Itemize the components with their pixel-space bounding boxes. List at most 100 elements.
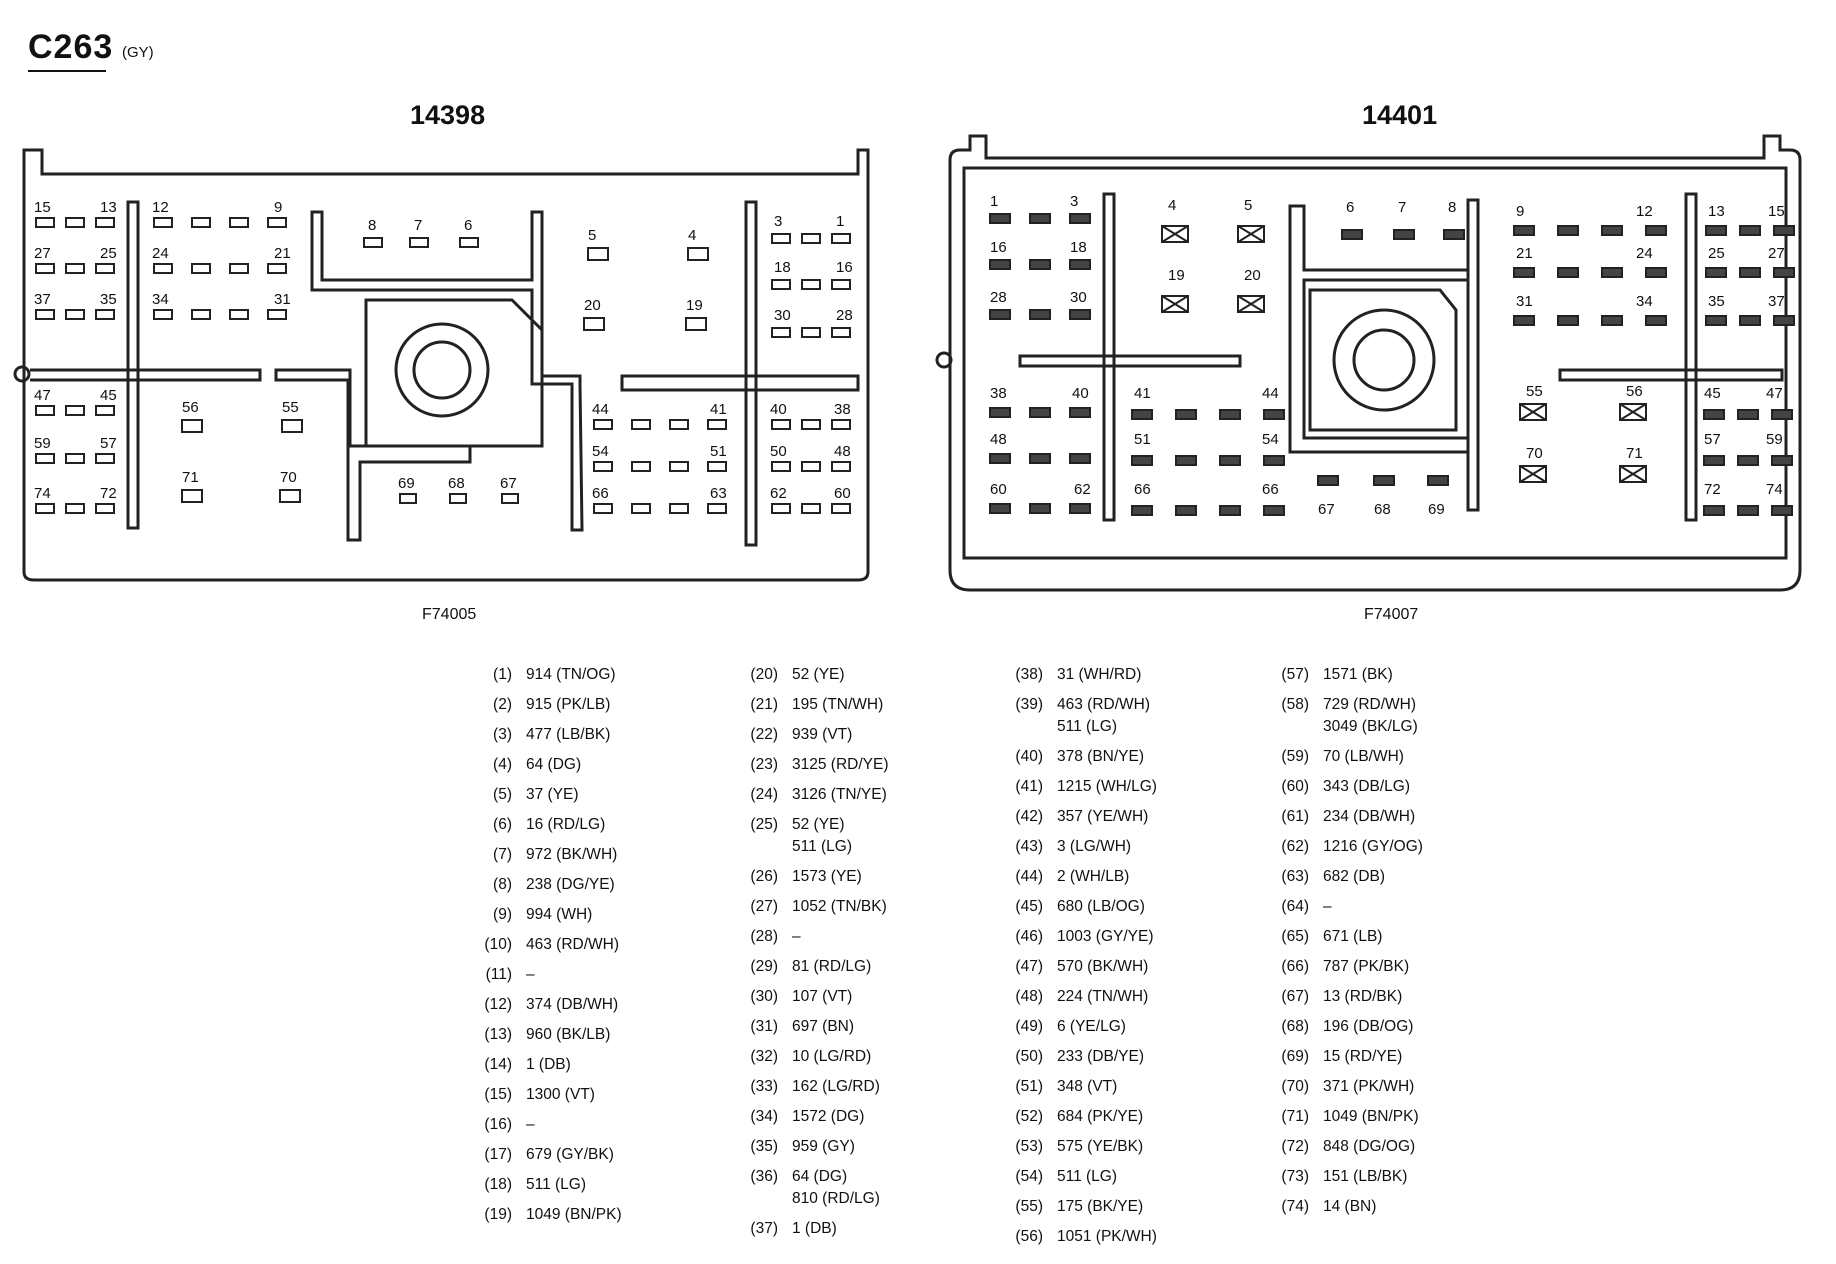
pin-cavity xyxy=(1263,455,1285,466)
legend-entry: (17)679 (GY/BK) xyxy=(470,1144,730,1166)
pin-cavity xyxy=(801,233,821,244)
pin-cavity xyxy=(153,263,173,274)
legend-entry: (16)– xyxy=(470,1114,730,1136)
pin-label: 71 xyxy=(182,469,199,486)
wire-circuit: – xyxy=(1323,898,1332,915)
pin-number: (68) xyxy=(1281,1018,1309,1035)
pin-label: 30 xyxy=(774,307,791,324)
pin-number: (62) xyxy=(1281,838,1309,855)
pin-label: 41 xyxy=(710,401,727,418)
pin-cavity xyxy=(1703,505,1725,516)
pin-number: (31) xyxy=(750,1018,778,1035)
pin-label: 20 xyxy=(1244,267,1261,284)
pin-plug-mark xyxy=(1519,465,1547,483)
legend-entry: (44)2 (WH/LB) xyxy=(1001,866,1261,888)
pin-label: 21 xyxy=(1516,245,1533,262)
pin-label: 28 xyxy=(990,289,1007,306)
pin-cavity xyxy=(1703,455,1725,466)
pin-label: 60 xyxy=(834,485,851,502)
wire-circuit: 175 (BK/YE) xyxy=(1057,1198,1144,1215)
pin-plug-mark xyxy=(1237,225,1265,243)
pin-cavity xyxy=(587,247,609,261)
pin-cavity xyxy=(1029,407,1051,418)
pin-cavity xyxy=(1703,409,1725,420)
wire-circuit: 6 (YE/LG) xyxy=(1057,1018,1126,1035)
wire-circuit: 13 (RD/BK) xyxy=(1323,988,1403,1005)
pin-cavity xyxy=(989,503,1011,514)
wire-circuit: 511 (LG) xyxy=(792,838,853,855)
pin-number: (12) xyxy=(484,996,512,1013)
wire-circuit: 371 (PK/WH) xyxy=(1323,1078,1415,1095)
wire-circuit: 233 (DB/YE) xyxy=(1057,1048,1145,1065)
legend-entry: (6)16 (RD/LG) xyxy=(470,814,730,836)
pin-cavity xyxy=(1739,315,1761,326)
pin-label: 27 xyxy=(34,245,51,262)
wire-circuit: 511 (LG) xyxy=(1057,1168,1118,1185)
pin-cavity xyxy=(1219,409,1241,420)
legend-entry: (59)70 (LB/WH) xyxy=(1267,746,1527,768)
pin-cavity xyxy=(1771,455,1793,466)
pin-cavity xyxy=(1317,475,1339,486)
pin-label: 62 xyxy=(1074,481,1091,498)
pin-label: 7 xyxy=(1398,199,1406,216)
legend-entry: (27)1052 (TN/BK) xyxy=(736,896,996,918)
wire-circuit: 195 (TN/WH) xyxy=(792,696,884,713)
pin-label: 38 xyxy=(834,401,851,418)
pin-cavity xyxy=(669,419,689,430)
pin-cavity xyxy=(35,453,55,464)
wire-circuit: 2 (WH/LB) xyxy=(1057,868,1130,885)
pin-number: (16) xyxy=(484,1116,512,1133)
wire-circuit: 1215 (WH/LG) xyxy=(1057,778,1157,795)
legend-entry: (50)233 (DB/YE) xyxy=(1001,1046,1261,1068)
legend-entry: (22)939 (VT) xyxy=(736,724,996,746)
pin-label: 51 xyxy=(1134,431,1151,448)
right-connector-outline xyxy=(935,134,1802,592)
wire-circuit: 972 (BK/WH) xyxy=(526,846,618,863)
wire-circuit: 511 (LG) xyxy=(526,1176,587,1193)
pin-label: 1 xyxy=(990,193,998,210)
pin-cavity xyxy=(631,461,651,472)
wire-circuit: 1049 (BN/PK) xyxy=(1323,1108,1419,1125)
wire-circuit: 151 (LB/BK) xyxy=(1323,1168,1408,1185)
pin-number: (15) xyxy=(484,1086,512,1103)
pin-cavity xyxy=(363,237,383,248)
pin-cavity xyxy=(191,217,211,228)
pin-cavity xyxy=(95,217,115,228)
pin-cavity xyxy=(65,217,85,228)
pin-cavity xyxy=(707,503,727,514)
pin-label: 9 xyxy=(1516,203,1524,220)
wire-circuit: 52 (YE) xyxy=(792,816,845,833)
pin-plug-mark xyxy=(1237,295,1265,313)
pin-number: (3) xyxy=(493,726,512,743)
pin-number: (13) xyxy=(484,1026,512,1043)
pin-cavity xyxy=(685,317,707,331)
legend-entry: (23)3125 (RD/YE) xyxy=(736,754,996,776)
pin-cavity xyxy=(1705,225,1727,236)
pin-label: 56 xyxy=(1626,383,1643,400)
pin-label: 4 xyxy=(688,227,696,244)
pin-cavity xyxy=(459,237,479,248)
pin-cavity xyxy=(669,461,689,472)
pin-number: (1) xyxy=(493,666,512,683)
pin-number: (56) xyxy=(1015,1228,1043,1245)
left-connector-outline xyxy=(13,148,870,582)
legend-entry: (36)64 (DG)810 (RD/LG) xyxy=(736,1166,996,1210)
pin-cavity xyxy=(593,461,613,472)
wire-circuit: 697 (BN) xyxy=(792,1018,855,1035)
pin-label: 67 xyxy=(500,475,517,492)
legend-entry: (5)37 (YE) xyxy=(470,784,730,806)
pin-label: 15 xyxy=(1768,203,1785,220)
pin-number: (24) xyxy=(750,786,778,803)
legend-entry: (58)729 (RD/WH)3049 (BK/LG) xyxy=(1267,694,1527,738)
pin-cavity xyxy=(801,327,821,338)
pin-label: 25 xyxy=(1708,245,1725,262)
legend-entry: (8)238 (DG/YE) xyxy=(470,874,730,896)
pin-number: (6) xyxy=(493,816,512,833)
wire-circuit: 234 (DB/WH) xyxy=(1323,808,1416,825)
pin-cavity xyxy=(801,503,821,514)
pin-label: 71 xyxy=(1626,445,1643,462)
pin-cavity xyxy=(989,213,1011,224)
pin-label: 66 xyxy=(592,485,609,502)
wire-circuit: 960 (BK/LB) xyxy=(526,1026,611,1043)
pin-cavity xyxy=(771,503,791,514)
